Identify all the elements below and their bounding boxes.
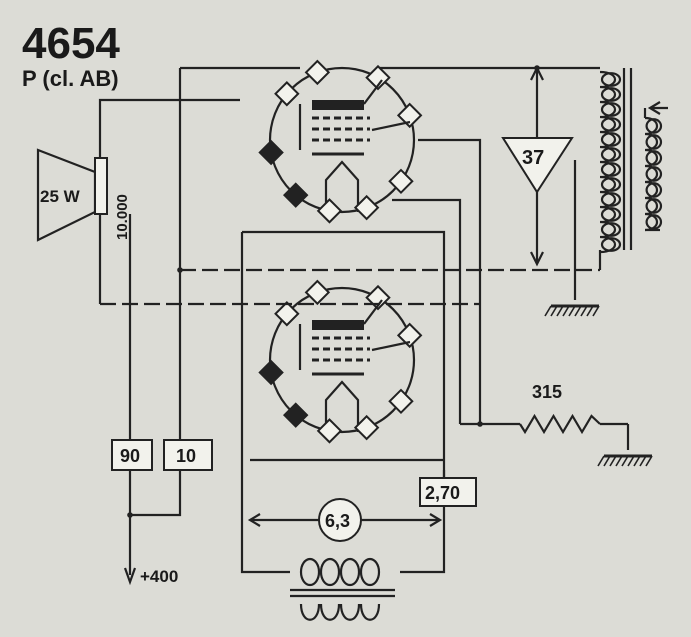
primary-coil <box>599 70 622 254</box>
supply-voltage: +400 <box>140 567 178 586</box>
tube-pin <box>396 102 423 129</box>
secondary-coil <box>643 108 663 232</box>
tube-pin <box>353 414 380 441</box>
speaker-impedance: 10.000 <box>114 194 131 240</box>
tube-upper <box>258 59 423 224</box>
tube-title: 4654 <box>22 19 120 68</box>
wiring <box>98 65 630 586</box>
resistor-270-value: 2,70 <box>425 483 460 503</box>
resistor-90: 90 <box>111 439 153 471</box>
tube-lower <box>258 279 423 444</box>
heater-voltage-label: 6,3 <box>318 498 362 542</box>
speaker-power: 25 W <box>40 187 81 206</box>
anode-plate <box>312 100 364 110</box>
tube-pin <box>365 64 391 91</box>
feedback-network: 37 <box>501 65 574 267</box>
tube-pin <box>396 322 423 349</box>
tube-pin <box>274 80 300 107</box>
loudspeaker: 25 W 10.000 <box>36 148 131 242</box>
arrow-icon <box>647 101 668 115</box>
tube-pin <box>258 359 284 386</box>
tube-pin <box>388 168 414 195</box>
anode-plate <box>312 320 364 330</box>
resistor-10-value: 10 <box>176 446 196 466</box>
resistor-10: 10 <box>163 439 213 471</box>
resistor-315: 315 <box>519 382 601 435</box>
tube-pin <box>388 388 414 415</box>
resistor-315-value: 315 <box>532 382 562 402</box>
resistor-90-value: 90 <box>120 446 140 466</box>
heater-voltage-value: 6,3 <box>325 511 350 531</box>
operating-class: P (cl. AB) <box>22 66 119 91</box>
resistor-270: 2,70 <box>419 477 477 507</box>
tube-pin <box>316 418 343 444</box>
tube-pin <box>304 279 331 306</box>
tube-pin <box>304 59 331 86</box>
tube-pin <box>282 402 309 428</box>
tube-pin <box>316 198 343 224</box>
tube-pin <box>274 300 300 327</box>
filament <box>324 380 360 432</box>
filament <box>324 160 360 212</box>
ground-symbol <box>544 304 600 317</box>
feedback-value: 37 <box>522 147 544 169</box>
ground-symbol <box>597 454 653 467</box>
tube-pin <box>353 194 380 221</box>
tube-pin <box>258 139 284 166</box>
tube-pin <box>282 182 309 208</box>
output-transformer <box>599 68 668 254</box>
heater-transformer <box>290 557 395 621</box>
